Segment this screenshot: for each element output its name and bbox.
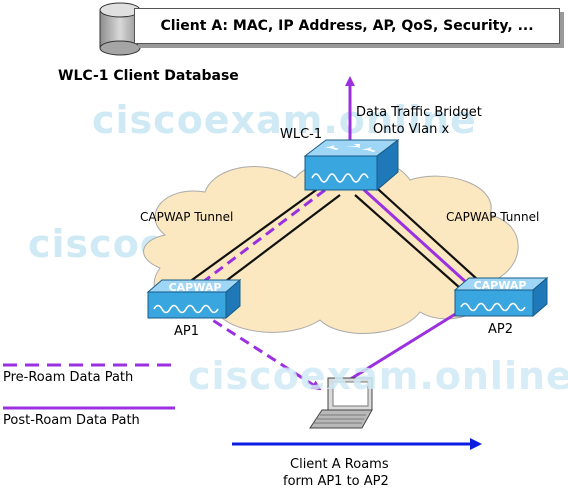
watermark: ciscoexam.online [92, 98, 477, 142]
ap1-label: AP1 [174, 324, 200, 339]
capwap-tunnel-left [184, 179, 341, 294]
post-roam-path [332, 76, 471, 391]
pre-roam-path [194, 188, 326, 391]
legend-pre-roam-label: Pre-Roam Data Path [3, 370, 134, 385]
legend-post-roam-label: Post-Roam Data Path [3, 413, 140, 428]
watermark: ciscoe [28, 222, 167, 266]
laptop-icon [309, 377, 373, 429]
capwap-tunnel-label-right: CAPWAP Tunnel [446, 210, 540, 224]
wlc-controller-icon [303, 138, 400, 192]
capwap-tunnel-right [354, 179, 479, 289]
roam-caption-line1: Client A Roams [290, 457, 389, 472]
watermark: ciscoexam.online [188, 354, 568, 398]
ap2-label: AP2 [488, 322, 514, 337]
wlc-label: WLC-1 [280, 127, 323, 142]
ap1-badge-text: CAPWAP [169, 281, 222, 294]
data-traffic-label-1: Data Traffic Bridget [356, 105, 482, 120]
data-traffic-label-2: Onto Vlan x [373, 122, 450, 137]
database-label: WLC-1 Client Database [58, 68, 239, 84]
client-info-box: Client A: MAC, IP Address, AP, QoS, Secu… [134, 8, 560, 44]
roam-caption-line2: form AP1 to AP2 [283, 474, 389, 489]
ap2-badge-text: CAPWAP [474, 279, 527, 292]
database-icon [99, 2, 141, 56]
ap1-icon [146, 278, 242, 320]
ap2-icon [453, 276, 549, 318]
capwap-tunnel-label-left: CAPWAP Tunnel [140, 210, 234, 224]
